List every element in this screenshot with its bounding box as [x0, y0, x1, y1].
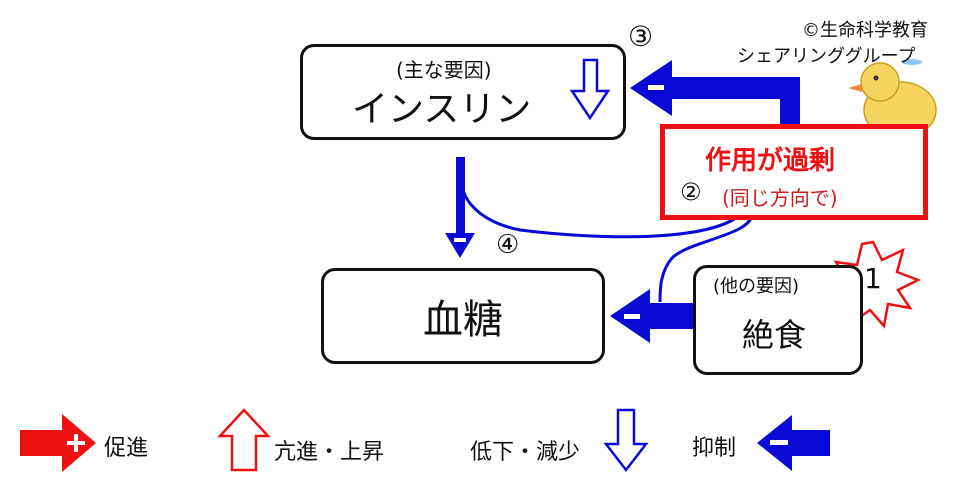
- legend-increase-arrow-icon: [217, 408, 271, 472]
- insulin-label: インスリン: [352, 89, 532, 130]
- suppress-arrow-fasting-to-bloodsugar: [610, 289, 695, 343]
- blood-sugar-number: ④: [496, 230, 520, 260]
- legend-suppress-label: 抑制: [692, 436, 737, 461]
- insulin-sub-label: (主な要因): [396, 58, 492, 82]
- fasting-number: 1: [864, 262, 882, 295]
- fasting-node: [693, 265, 863, 375]
- effect-number: ②: [680, 178, 702, 206]
- fasting-sub-label: (他の要因): [713, 276, 800, 297]
- blood-sugar-label: 血糖: [423, 297, 503, 343]
- minus-icon: [648, 85, 664, 90]
- minus-icon: [624, 314, 640, 319]
- minus-icon: [770, 440, 788, 445]
- effect-sub: (同じ方向で): [722, 186, 838, 210]
- legend-promote-label: 促進: [104, 436, 149, 461]
- copyright-line-2: シェアリンググループ: [737, 46, 916, 67]
- effect-node: [660, 124, 928, 220]
- influence-curve-upper: [460, 181, 752, 239]
- suppress-arrow-insulin-to-bloodsugar: [445, 157, 475, 258]
- legend-decrease-arrow-icon: [603, 408, 649, 473]
- suppress-arrow-effect-to-insulin: [630, 60, 800, 125]
- legend-decrease-label: 低下・減少: [470, 440, 581, 465]
- influence-curve-lower: [658, 211, 754, 303]
- copyright-line-1: ©生命科学教育: [802, 20, 928, 41]
- legend-suppress-arrow-icon: [757, 415, 830, 471]
- legend-increase-label: 亢進・上昇: [274, 440, 385, 465]
- effect-title: 作用が過剰: [705, 146, 836, 176]
- insulin-number: ③: [628, 20, 654, 53]
- blood-sugar-node: 血糖: [321, 268, 605, 364]
- fasting-label: 絶食: [742, 316, 807, 354]
- legend-promote-arrow-icon: [20, 414, 96, 472]
- minus-icon: [454, 238, 466, 242]
